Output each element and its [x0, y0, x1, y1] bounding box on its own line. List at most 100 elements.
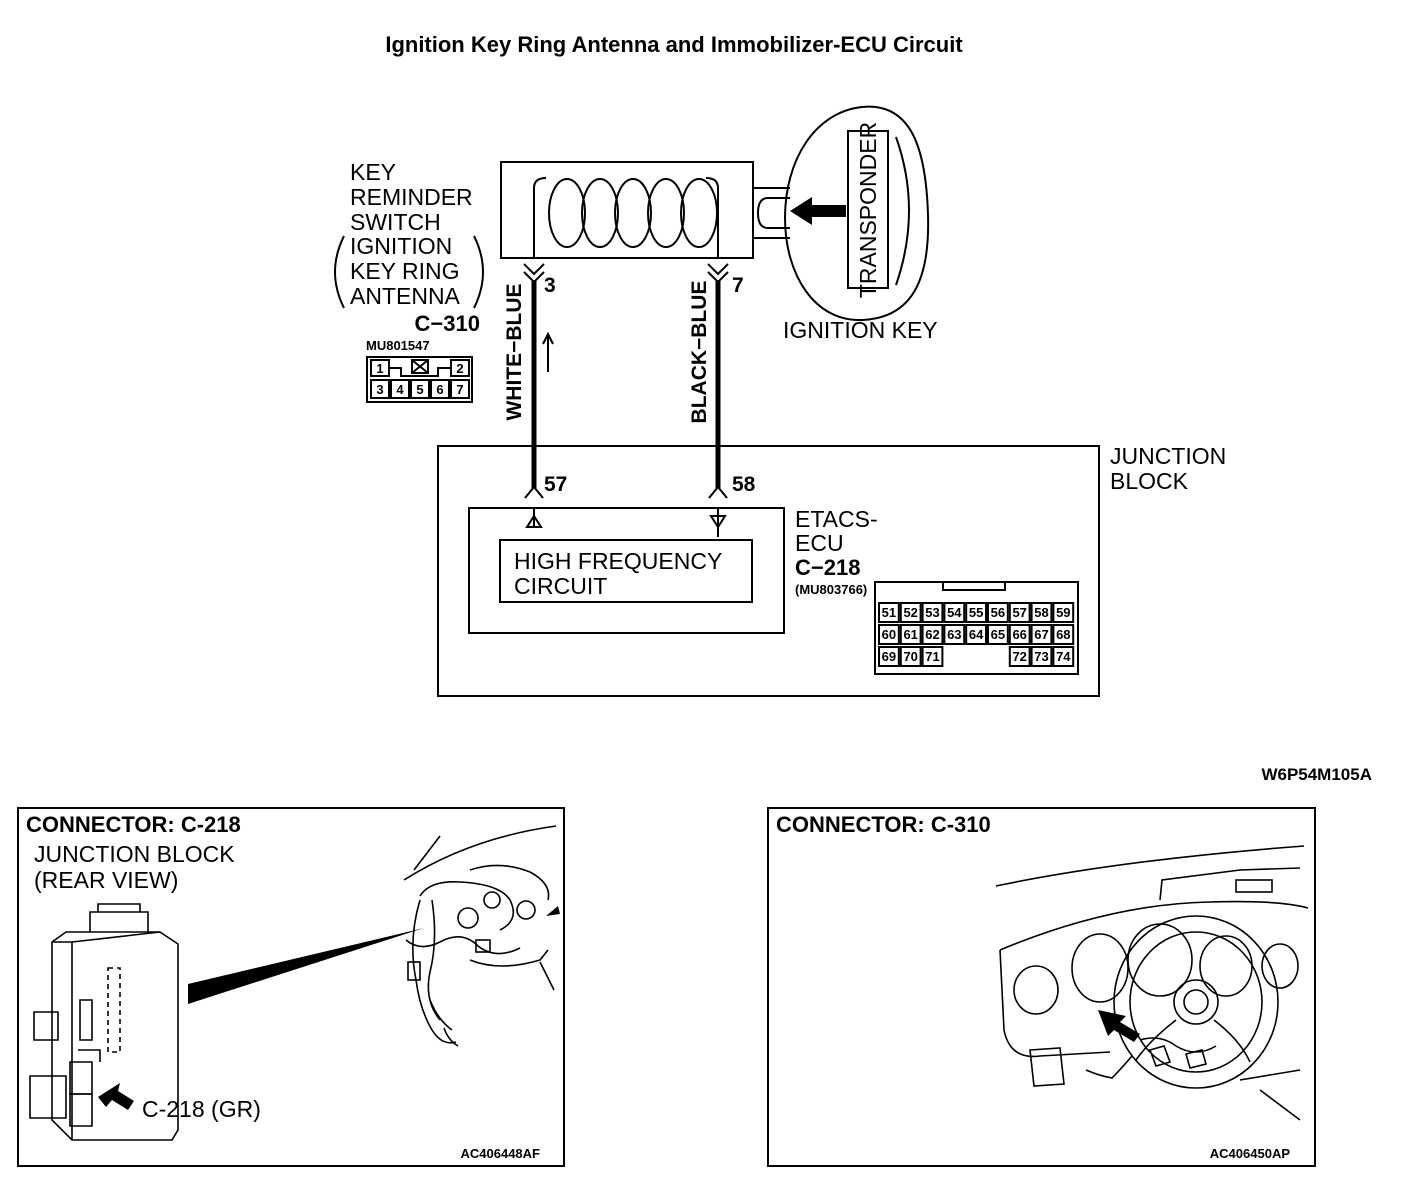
pin-label: 68	[1056, 627, 1070, 642]
pin-cell	[878, 646, 900, 667]
pin-cell	[943, 624, 966, 645]
figure-code: W6P54M105A	[1261, 765, 1372, 784]
antenna-part-number: MU801547	[366, 338, 430, 353]
pin-label: 73	[1034, 649, 1048, 664]
pin-label: 67	[1034, 627, 1048, 642]
location-arrow-icon	[1098, 1010, 1140, 1042]
antenna-label-line: IGNITION	[350, 233, 452, 259]
pin-label: 4	[396, 382, 404, 397]
signal-direction-arrow-icon	[542, 331, 554, 372]
pin-label: 53	[925, 605, 939, 620]
key-edge	[895, 136, 910, 286]
pin-label: 1	[376, 361, 383, 376]
junction-block-label: JUNCTION	[1110, 443, 1226, 469]
pin-cell	[921, 624, 944, 645]
junction-block-label: BLOCK	[1110, 468, 1189, 494]
pin-cell	[1030, 624, 1053, 645]
pin-label: 62	[925, 627, 939, 642]
pin-label: 71	[925, 649, 939, 664]
wire-pin-top: 7	[732, 274, 744, 297]
pin-cell	[899, 624, 922, 645]
pin-label: 64	[969, 627, 984, 642]
ignition-key: TRANSPONDER IGNITION KEY	[783, 105, 938, 343]
panel-subheading: (REAR VIEW)	[34, 867, 178, 893]
pin-label: 2	[456, 361, 463, 376]
etacs-ecu: HIGH FREQUENCY CIRCUIT ETACS- ECU C−218 …	[468, 506, 878, 634]
pin-cell	[878, 624, 900, 645]
signal-arrow-icon	[790, 197, 846, 225]
pin-label: 56	[991, 605, 1005, 620]
ecu-label: ECU	[795, 530, 844, 556]
antenna-coil-box	[500, 161, 790, 259]
pin-cell	[1052, 624, 1075, 645]
pin-cell	[987, 602, 1009, 623]
pin-cell	[1008, 624, 1031, 645]
callout-arrow-icon	[98, 1083, 134, 1110]
pin-cell	[965, 624, 988, 645]
antenna-label-line: SWITCH	[350, 209, 441, 235]
wire-white-blue: 3 WHITE−BLUE 57	[503, 263, 567, 499]
pin-label: 66	[1012, 627, 1026, 642]
pin-cell	[1030, 602, 1053, 623]
wire-pin-bottom: 58	[732, 473, 756, 496]
diagram-title: Ignition Key Ring Antenna and Immobilize…	[385, 32, 963, 57]
antenna-label: KEY REMINDER SWITCH IGNITION KEY RING AN…	[334, 159, 484, 353]
dashboard-harness-illustration	[403, 825, 560, 1047]
wire-pin-top: 3	[544, 274, 556, 297]
steering-column-illustration	[995, 845, 1309, 1121]
pin-cell	[899, 602, 922, 623]
pin-label: 5	[416, 382, 423, 397]
right-paren	[473, 235, 484, 309]
pin-label: 60	[882, 627, 896, 642]
pin-label: 52	[903, 605, 917, 620]
antenna-label-line: REMINDER	[350, 184, 473, 210]
connector-callout: C-218 (GR)	[142, 1096, 261, 1122]
wire-color-label: BLACK−BLUE	[688, 281, 711, 424]
panel-subheading: JUNCTION BLOCK	[34, 841, 235, 867]
transponder-label: TRANSPONDER	[855, 122, 881, 298]
pin-label: 57	[1012, 605, 1026, 620]
wire-black-blue: 7 BLACK−BLUE 58	[688, 263, 756, 499]
pin-label: 61	[903, 627, 917, 642]
pin-cell	[1008, 646, 1031, 667]
pin-cell	[1008, 602, 1031, 623]
ecu-connector-id: C−218	[795, 555, 860, 580]
connector-panel-c218: CONNECTOR: C-218 JUNCTION BLOCK (REAR VI…	[17, 807, 565, 1167]
pin-label: 55	[969, 605, 983, 620]
pin-label: 63	[947, 627, 961, 642]
pin-label: 70	[903, 649, 917, 664]
ignition-key-label: IGNITION KEY	[783, 317, 938, 343]
pin-cell	[943, 602, 966, 623]
pin-label: 72	[1012, 649, 1026, 664]
junction-block-illustration	[29, 903, 179, 1141]
pin-label: 6	[436, 382, 443, 397]
pin-cell	[878, 602, 900, 623]
antenna-label-line: KEY	[350, 159, 396, 185]
ecu-part-number: (MU803766)	[795, 582, 867, 597]
pin-label: 59	[1056, 605, 1070, 620]
pin-cell	[1052, 646, 1075, 667]
ecu-label: ETACS-	[795, 506, 878, 532]
pin-label: 51	[882, 605, 896, 620]
panel-heading: CONNECTOR: C-218	[26, 812, 241, 837]
pin-label: 54	[947, 605, 962, 620]
antenna-label-line: KEY RING	[350, 258, 460, 284]
circuit-label: HIGH FREQUENCY	[514, 548, 722, 574]
pin-label: 65	[991, 627, 1005, 642]
panel-heading: CONNECTOR: C-310	[776, 812, 991, 837]
leader-beam	[188, 928, 424, 1004]
pin-label: 3	[376, 382, 383, 397]
pin-label: 7	[456, 382, 463, 397]
pin-cell	[965, 602, 988, 623]
pin-cell	[921, 646, 944, 667]
left-paren	[334, 235, 345, 309]
pin-cell	[987, 624, 1009, 645]
antenna-pin-grid: 1 2 3 4 5 6 7	[366, 356, 473, 403]
circuit-label: CIRCUIT	[514, 573, 607, 599]
wire-color-label: WHITE−BLUE	[503, 283, 526, 420]
pin-cell	[921, 602, 944, 623]
pin-cell	[899, 646, 922, 667]
antenna-label-line: ANTENNA	[350, 283, 461, 309]
